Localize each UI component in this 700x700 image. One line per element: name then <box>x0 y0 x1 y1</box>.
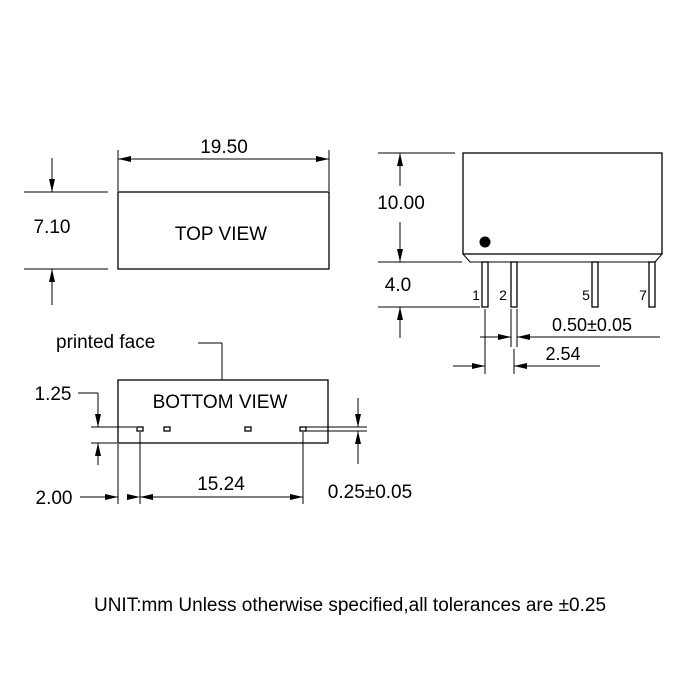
arrow-icon <box>397 249 403 262</box>
pin-number-5: 5 <box>582 287 590 303</box>
arrow-icon <box>355 431 361 444</box>
pin1-marker-dot <box>479 236 491 248</box>
arrow-icon <box>95 414 101 427</box>
arrow-icon <box>49 179 55 192</box>
arrow-icon <box>498 334 511 340</box>
pin-number-1: 1 <box>472 287 480 303</box>
side-standoff-left <box>462 253 471 263</box>
pin-7 <box>648 261 656 308</box>
arrow-icon <box>514 363 527 369</box>
bottom-view-label: BOTTOM VIEW <box>153 392 288 413</box>
arrow-icon <box>397 153 403 166</box>
footnote: UNIT:mm Unless otherwise specified,all t… <box>94 595 606 616</box>
top-view-body <box>117 191 330 270</box>
arrow-icon <box>472 363 485 369</box>
bottom-view: BOTTOM VIEW printed face 1.25 0.25±0.05 <box>35 332 413 509</box>
arrow-icon <box>290 494 303 500</box>
pin-span-dim-text: 15.24 <box>197 474 245 495</box>
side-view: 1 2 5 7 10.00 4.0 0.50±0.05 2.54 <box>377 152 663 374</box>
side-standoff-right <box>654 253 663 263</box>
pin-5 <box>591 261 599 308</box>
pad-dim-text: 0.25±0.05 <box>328 482 412 503</box>
pin-1 <box>481 261 489 308</box>
arrow-icon <box>105 494 118 500</box>
printed-face-label: printed face <box>56 332 155 353</box>
arrow-icon <box>49 269 55 282</box>
arrow-icon <box>355 414 361 427</box>
pad-1 <box>136 426 144 432</box>
top-view-label: TOP VIEW <box>175 224 267 245</box>
arrow-icon <box>140 494 153 500</box>
edge-offset-dim-text: 1.25 <box>35 384 72 405</box>
arrow-icon <box>127 494 140 500</box>
pad-7 <box>299 426 307 432</box>
arrow-icon <box>517 334 530 340</box>
arrow-icon <box>316 156 329 162</box>
pin-length-dim-text: 4.0 <box>385 275 411 296</box>
side-offset-dim-text: 2.00 <box>36 488 73 509</box>
pad-2 <box>163 426 171 432</box>
arrow-icon <box>95 443 101 456</box>
top-view: TOP VIEW 19.50 7.10 <box>24 137 330 305</box>
pin-number-2: 2 <box>499 287 507 303</box>
top-width-dim-text: 19.50 <box>200 137 248 158</box>
pin-pitch-dim-text: 2.54 <box>545 344 580 364</box>
side-view-body <box>462 152 663 255</box>
pin-2 <box>510 261 518 308</box>
side-height-dim-text: 10.00 <box>377 193 425 214</box>
pin-number-7: 7 <box>639 287 647 303</box>
top-height-dim-text: 7.10 <box>34 217 71 238</box>
pin-width-dim-text: 0.50±0.05 <box>552 315 632 335</box>
pad-5 <box>244 426 252 432</box>
arrow-icon <box>397 307 403 320</box>
arrow-icon <box>118 156 131 162</box>
bottom-view-body <box>117 379 329 444</box>
